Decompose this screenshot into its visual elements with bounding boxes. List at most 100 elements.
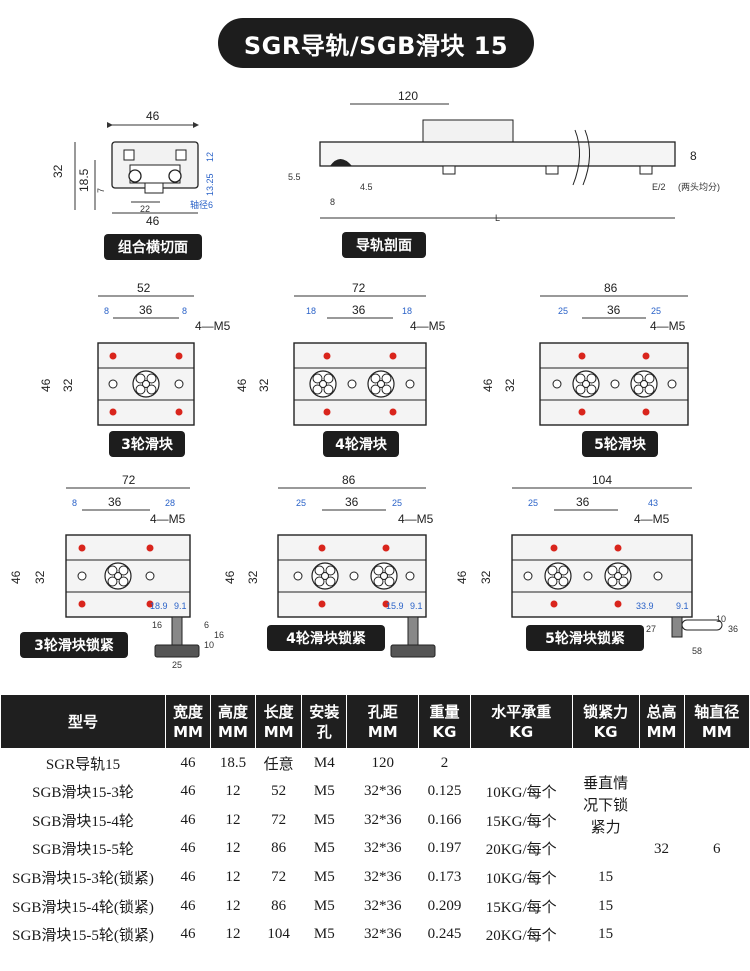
block-3-wheel-lock: 72 36 8 28 4—M5 18.9 9.1 46 32 16 6 16 1…: [9, 473, 224, 670]
svg-text:46: 46: [39, 378, 53, 392]
svg-text:9.1: 9.1: [174, 601, 187, 611]
svg-text:4—M5: 4—M5: [650, 319, 686, 333]
svg-text:25: 25: [528, 498, 538, 508]
svg-text:8: 8: [182, 306, 187, 316]
svg-text:36: 36: [607, 303, 621, 317]
svg-text:(两头均分): (两头均分): [678, 181, 720, 192]
svg-text:25: 25: [558, 306, 568, 316]
header-lock-force: 锁紧力 KG: [571, 694, 640, 749]
svg-text:12: 12: [205, 152, 215, 162]
svg-text:5.5: 5.5: [288, 172, 301, 182]
block-4-wheel-lock: 86 36 25 25 4—M5 15.9 9.1 46 32: [223, 473, 436, 658]
svg-text:4.5: 4.5: [360, 182, 373, 192]
svg-text:72: 72: [352, 281, 366, 295]
cross-height: 32: [51, 164, 65, 178]
svg-text:32: 32: [33, 570, 47, 584]
svg-text:36: 36: [108, 495, 122, 509]
cross-section-drawing: 46 46 22 32 18.5 7 12 13.25 轴径6: [51, 109, 215, 228]
header-mount-hole: 安装 孔: [301, 694, 348, 749]
svg-text:32: 32: [246, 570, 260, 584]
rail-section-drawing: 120 8 5.5 4.5 8 E/2 (两头均分) L: [288, 89, 720, 223]
svg-text:46: 46: [223, 570, 237, 584]
svg-text:18: 18: [402, 306, 412, 316]
label-rail-section: 导轨剖面: [342, 232, 426, 258]
header-shaft-dia: 轴直径 MM: [683, 694, 750, 749]
svg-text:10: 10: [716, 614, 726, 624]
label-wheel4: 4轮滑块: [323, 431, 399, 457]
svg-text:72: 72: [122, 473, 136, 487]
svg-text:86: 86: [604, 281, 618, 295]
svg-text:9.1: 9.1: [410, 601, 423, 611]
svg-text:36: 36: [139, 303, 153, 317]
svg-text:4—M5: 4—M5: [410, 319, 446, 333]
svg-text:8: 8: [104, 306, 109, 316]
svg-text:4—M5: 4—M5: [398, 512, 434, 526]
header-hole-pitch: 孔距 MM: [346, 694, 420, 749]
block-4-wheel: 72 36 18 18 4—M5 46 32: [235, 281, 446, 426]
svg-text:7: 7: [96, 188, 106, 193]
svg-text:120: 120: [398, 89, 418, 103]
svg-text:36: 36: [576, 495, 590, 509]
header-weight: 重量 KG: [418, 694, 471, 749]
label-wheel4-lock: 4轮滑块锁紧: [267, 625, 385, 651]
svg-text:104: 104: [592, 473, 612, 487]
cross-width-top: 46: [146, 109, 160, 123]
svg-text:9.1: 9.1: [676, 601, 689, 611]
technical-drawings: 46 46 22 32 18.5 7 12 13.25 轴径6 120 8 5.…: [9, 89, 738, 670]
svg-text:10: 10: [204, 640, 214, 650]
total-height: 32: [654, 840, 669, 857]
svg-text:15.9: 15.9: [386, 601, 404, 611]
svg-text:6: 6: [204, 620, 209, 630]
header-length: 长度 MM: [254, 694, 303, 749]
svg-text:4—M5: 4—M5: [195, 319, 231, 333]
label-wheel3: 3轮滑块: [109, 431, 185, 457]
svg-text:46: 46: [481, 378, 495, 392]
svg-text:8: 8: [690, 149, 697, 163]
header-total-height: 总高 MM: [638, 694, 685, 749]
svg-text:25: 25: [172, 660, 182, 670]
svg-text:8: 8: [330, 197, 335, 207]
block-5-wheel-lock: 104 36 25 43 4—M5 33.9 9.1 46 32 27 10 3…: [455, 473, 738, 656]
svg-text:18: 18: [306, 306, 316, 316]
svg-text:16: 16: [214, 630, 224, 640]
svg-text:32: 32: [479, 570, 493, 584]
svg-text:4—M5: 4—M5: [634, 512, 670, 526]
svg-text:52: 52: [137, 281, 151, 295]
svg-text:33.9: 33.9: [636, 601, 654, 611]
block-3-wheel: 52 36 8 8 4—M5 46 32: [39, 281, 231, 426]
lock-note: 垂直情 况下锁 紧力: [583, 776, 629, 837]
shaft-diameter: 6: [713, 840, 721, 857]
svg-text:58: 58: [692, 646, 702, 656]
svg-text:25: 25: [296, 498, 306, 508]
svg-text:36: 36: [352, 303, 366, 317]
svg-text:32: 32: [257, 378, 271, 392]
svg-text:16: 16: [152, 620, 162, 630]
label-wheel5-lock: 5轮滑块锁紧: [526, 625, 644, 651]
cross-width-bottom: 46: [146, 214, 160, 228]
label-wheel5: 5轮滑块: [582, 431, 658, 457]
svg-text:46: 46: [235, 378, 249, 392]
label-cross-section: 组合横切面: [104, 234, 202, 260]
svg-text:8: 8: [72, 498, 77, 508]
spec-table: 型号 宽度 MM 高度 MM 长度 MM 安装 孔 孔距 MM 重量 KG 水平…: [0, 694, 750, 949]
svg-text:36: 36: [345, 495, 359, 509]
header-load: 水平承重 KG: [469, 694, 573, 749]
svg-text:L: L: [495, 213, 500, 223]
cross-height-2: 18.5: [77, 168, 91, 192]
svg-text:25: 25: [392, 498, 402, 508]
block-5-wheel: 86 36 25 25 4—M5 46 32: [481, 281, 689, 426]
svg-text:86: 86: [342, 473, 356, 487]
svg-text:25: 25: [651, 306, 661, 316]
svg-text:E/2: E/2: [652, 182, 666, 192]
header-model: 型号: [0, 694, 166, 749]
svg-text:46: 46: [9, 570, 23, 584]
svg-text:18.9: 18.9: [150, 601, 168, 611]
header-height: 高度 MM: [209, 694, 256, 749]
